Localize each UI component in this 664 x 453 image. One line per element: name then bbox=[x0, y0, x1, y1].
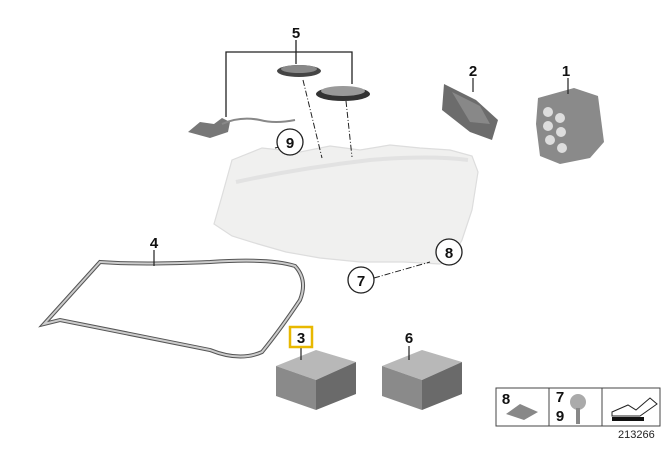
warning-arrow-icon bbox=[611, 397, 658, 417]
lamp-cap[interactable] bbox=[316, 86, 370, 101]
callout-6[interactable]: 6 bbox=[405, 330, 413, 347]
callout-2[interactable]: 2 bbox=[469, 63, 477, 80]
box-part-6[interactable] bbox=[382, 350, 462, 410]
callout-5[interactable]: 5 bbox=[292, 25, 300, 42]
trim-strip[interactable] bbox=[38, 258, 306, 359]
led-module[interactable] bbox=[536, 88, 604, 164]
control-unit[interactable] bbox=[442, 84, 498, 140]
box-part-3[interactable] bbox=[276, 350, 356, 410]
legend-7: 7 bbox=[556, 389, 564, 406]
headlight-housing[interactable] bbox=[213, 144, 479, 265]
callout-9[interactable]: 9 bbox=[286, 135, 294, 152]
leader-line bbox=[345, 100, 353, 158]
lamp-cap[interactable] bbox=[277, 65, 321, 77]
leader-line bbox=[302, 79, 323, 159]
highlight-frame bbox=[288, 325, 314, 349]
clip-nut-icon bbox=[506, 404, 538, 420]
leader-line bbox=[373, 261, 431, 279]
callout-7[interactable]: 7 bbox=[357, 273, 365, 290]
legend-8: 8 bbox=[502, 391, 510, 408]
legend-9: 9 bbox=[556, 408, 564, 425]
callout-4[interactable]: 4 bbox=[150, 235, 159, 252]
reference-number: 213266 bbox=[618, 429, 655, 441]
callout-3[interactable]: 3 bbox=[297, 330, 305, 347]
callout-5-bracket bbox=[225, 40, 353, 100]
callout-8[interactable]: 8 bbox=[445, 245, 453, 262]
hardware-legend bbox=[495, 387, 661, 427]
wiring-harness[interactable] bbox=[188, 117, 296, 138]
screw-icon bbox=[570, 394, 586, 410]
callout-1[interactable]: 1 bbox=[562, 63, 570, 80]
